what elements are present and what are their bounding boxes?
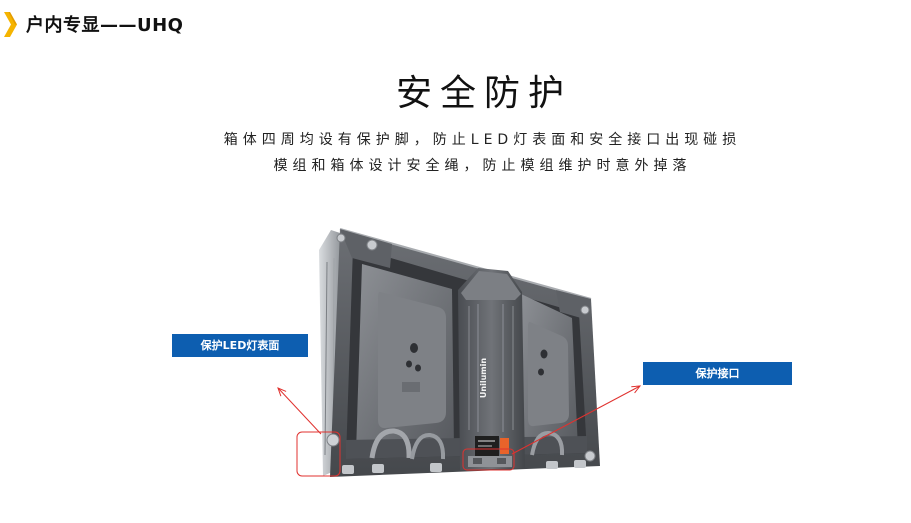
protective-foot <box>574 460 586 468</box>
top-left-corner-bracket <box>340 229 392 268</box>
module-hole <box>540 349 548 359</box>
corner-lock <box>584 450 596 462</box>
slide-description: 箱体四周均设有保护脚，防止LED灯表面和安全接口出现碰损 模组和箱体设计安全绳，… <box>80 127 880 179</box>
module-hole <box>410 343 418 353</box>
module-label-area <box>402 382 420 392</box>
description-line: 箱体四周均设有保护脚，防止LED灯表面和安全接口出现碰损 <box>223 132 742 148</box>
handle <box>530 430 565 456</box>
module-hole <box>538 368 544 376</box>
corner-lock <box>580 305 590 315</box>
warning-label <box>500 438 509 454</box>
callout-arrow-led-head <box>277 387 287 397</box>
callout-arrow-led-line <box>277 387 322 435</box>
module-hole <box>415 364 421 372</box>
led-cabinet: Unilumin <box>319 228 600 477</box>
callout-label-interface: 保护接口 <box>643 362 792 385</box>
connector-port <box>473 458 482 464</box>
callout-label-led-surface: 保护LED灯表面 <box>172 334 308 357</box>
chevron-shape <box>4 11 17 37</box>
connector-strip <box>468 456 512 467</box>
callout-arrow-interface-head <box>631 385 642 394</box>
control-box-cap <box>461 271 521 300</box>
handle <box>369 428 412 459</box>
corner-lock <box>326 433 340 447</box>
chevron-right-icon <box>4 11 17 37</box>
module-raised-panel-right <box>528 321 569 427</box>
module-raised-panel-left <box>378 291 446 429</box>
side-groove <box>324 261 328 456</box>
slide-header: 户内专显——UHQ <box>4 10 183 38</box>
description-line: 模组和箱体设计安全绳，防止模组维护时意外掉落 <box>273 158 692 174</box>
handle <box>410 433 446 460</box>
protective-foot <box>546 461 558 469</box>
title-block: 安全防护 箱体四周均设有保护脚，防止LED灯表面和安全接口出现碰损 模组和箱体设… <box>80 72 880 179</box>
corner-lock <box>366 239 378 251</box>
annotations <box>277 385 642 477</box>
control-box <box>458 268 525 470</box>
chevron-shade <box>8 11 17 24</box>
protective-foot <box>342 465 354 474</box>
section-title: 户内专显——UHQ <box>26 15 184 36</box>
frame-top-edge <box>339 228 592 300</box>
protective-foot <box>372 464 384 473</box>
module-hole <box>406 360 412 368</box>
protective-foot <box>430 463 442 472</box>
callout-arrow-interface-line <box>511 385 641 455</box>
brand-logo-text: Unilumin <box>479 358 488 398</box>
connector-port <box>497 458 506 464</box>
highlight-box-interface <box>462 448 515 471</box>
corner-lock <box>336 233 346 243</box>
slide-title: 安全防护 <box>395 73 572 114</box>
